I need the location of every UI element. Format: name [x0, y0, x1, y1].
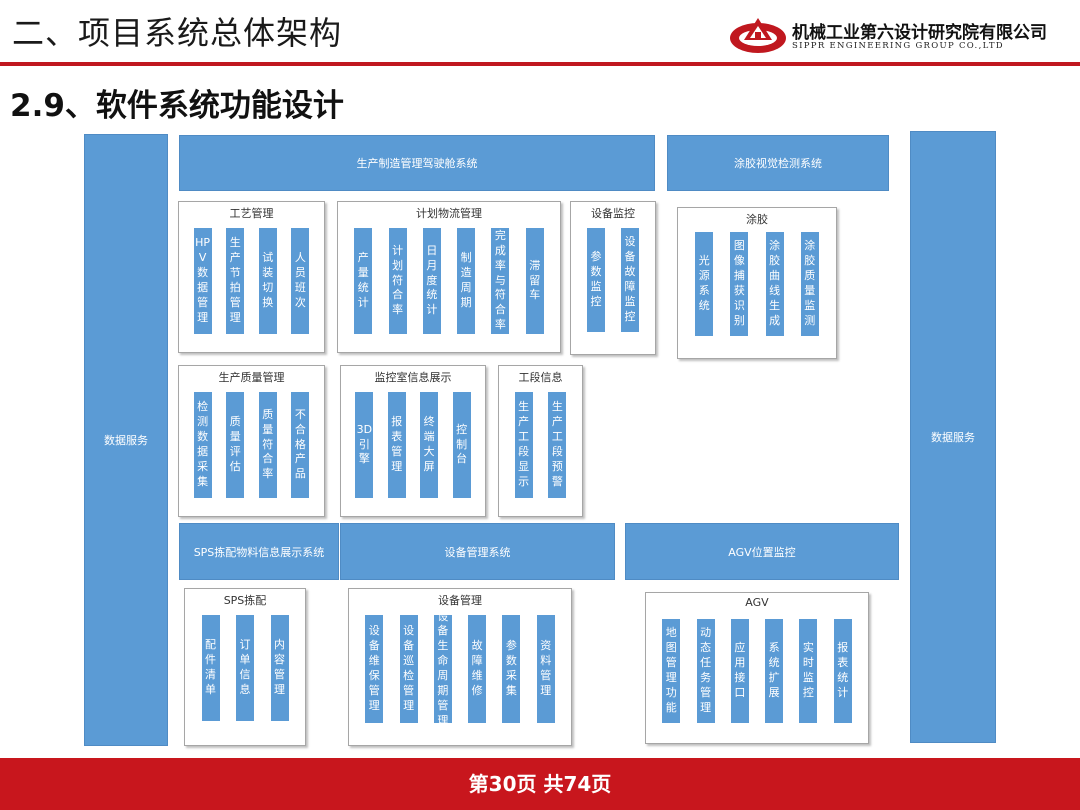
group-control-room: 监控室信息展示 3D引擎 报表管理 终端大屏 控制台	[340, 365, 486, 517]
item-box: 涂胶质量监测	[800, 232, 819, 336]
group-section-info: 工段信息 生产工段显示 生产工段预警	[498, 365, 583, 517]
group-title: 计划物流管理	[416, 207, 482, 220]
item-box: 控制台	[452, 392, 471, 498]
item-box: 报表统计	[833, 619, 852, 723]
section-title: 2.9、软件系统功能设计	[10, 88, 344, 124]
group-title: 涂胶	[746, 213, 768, 226]
item-box: 日月度统计	[422, 228, 441, 334]
item-box: 光源系统	[695, 232, 714, 336]
item-box: 检测数据采集	[193, 392, 212, 498]
item-box: 设备故障监控	[621, 228, 639, 332]
item-box: 人员班次	[291, 228, 310, 334]
company-name-cn: 机械工业第六设计研究院有限公司	[792, 23, 1047, 43]
group-quality: 生产质量管理 检测数据采集 质量评估 质量符合率 不合格产品	[178, 365, 325, 517]
item-box: 生产工段显示	[514, 392, 533, 498]
group-title: 监控室信息展示	[374, 371, 452, 384]
company-logo-icon	[730, 18, 786, 53]
item-box: 不合格产品	[291, 392, 310, 498]
item-box: 质量评估	[226, 392, 245, 498]
item-box: 配件清单	[201, 615, 220, 721]
item-box: 故障维修	[468, 615, 487, 723]
right-data-service-bar: 数据服务	[910, 131, 996, 743]
item-box: 生产工段预警	[548, 392, 567, 498]
item-box: 图像捕获识别	[730, 232, 749, 336]
footer-bar	[0, 758, 1080, 810]
item-box: 产量统计	[354, 228, 373, 334]
group-equipment: 设备管理 设备维保管理 设备巡检管理 设备生命周期管理 故障维修 参数采集 资料…	[348, 588, 572, 746]
cockpit-system-bar: 生产制造管理驾驶舱系统	[179, 135, 655, 191]
left-data-service-bar: 数据服务	[84, 134, 168, 746]
item-box: 涂胶曲线生成	[765, 232, 784, 336]
item-box: 参数监控	[587, 228, 605, 332]
item-box: 制造周期	[457, 228, 476, 334]
item-box: 生产节拍管理	[226, 228, 245, 334]
device-management-system-bar: 设备管理系统	[340, 523, 615, 580]
item-box: 系统扩展	[765, 619, 784, 723]
agv-position-monitor-bar: AGV位置监控	[625, 523, 899, 580]
company-name-en: SIPPR ENGINEERING GROUP CO.,LTD	[792, 41, 1004, 51]
item-box: 完成率与符合率	[491, 228, 510, 334]
item-box: 订单信息	[236, 615, 254, 721]
item-box: 报表管理	[387, 392, 406, 498]
group-craft: 工艺管理 HPV数据管理 生产节拍管理 试装切换 人员班次	[178, 201, 325, 353]
item-box: 质量符合率	[258, 392, 277, 498]
header-divider	[0, 62, 1080, 66]
item-box: 资料管理	[536, 615, 555, 723]
item-box: 设备巡检管理	[399, 615, 418, 723]
group-title: 工段信息	[518, 371, 563, 384]
group-title: SPS拣配	[223, 594, 267, 607]
item-box: 设备维保管理	[365, 615, 384, 723]
group-agv: AGV 地图管理功能 动态任务管理 应用接口 系统扩展 实时监控 报表统计	[645, 592, 869, 744]
glue-vision-system-bar: 涂胶视觉检测系统	[667, 135, 889, 191]
item-box: 内容管理	[270, 615, 289, 721]
item-box: HPV数据管理	[193, 228, 212, 334]
group-plan-logistics: 计划物流管理 产量统计 计划符合率 日月度统计 制造周期 完成率与符合率 滞留车	[337, 201, 561, 353]
group-title: 设备管理	[438, 594, 482, 607]
item-box: 设备生命周期管理	[433, 615, 452, 723]
slide-header-title: 二、项目系统总体架构	[12, 14, 343, 52]
group-title: 工艺管理	[229, 207, 274, 220]
item-box: 参数采集	[502, 615, 521, 723]
item-box: 3D引擎	[355, 392, 374, 498]
group-glue: 涂胶 光源系统 图像捕获识别 涂胶曲线生成 涂胶质量监测	[677, 207, 837, 359]
item-box: 计划符合率	[388, 228, 407, 334]
item-box: 实时监控	[799, 619, 818, 723]
item-box: 动态任务管理	[696, 619, 715, 723]
item-box: 滞留车	[525, 228, 544, 334]
sps-display-system-bar: SPS拣配物料信息展示系统	[179, 523, 339, 580]
group-sps-picking: SPS拣配 配件清单 订单信息 内容管理	[184, 588, 306, 746]
page-number: 第30页 共74页	[468, 772, 612, 796]
group-device-monitor: 设备监控 参数监控 设备故障监控	[570, 201, 656, 355]
group-title: AGV	[745, 596, 769, 609]
item-box: 终端大屏	[420, 392, 439, 498]
group-title: 生产质量管理	[218, 371, 285, 384]
group-title: 设备监控	[591, 207, 635, 220]
item-box: 地图管理功能	[662, 619, 681, 723]
item-box: 应用接口	[730, 619, 749, 723]
item-box: 试装切换	[258, 228, 277, 334]
